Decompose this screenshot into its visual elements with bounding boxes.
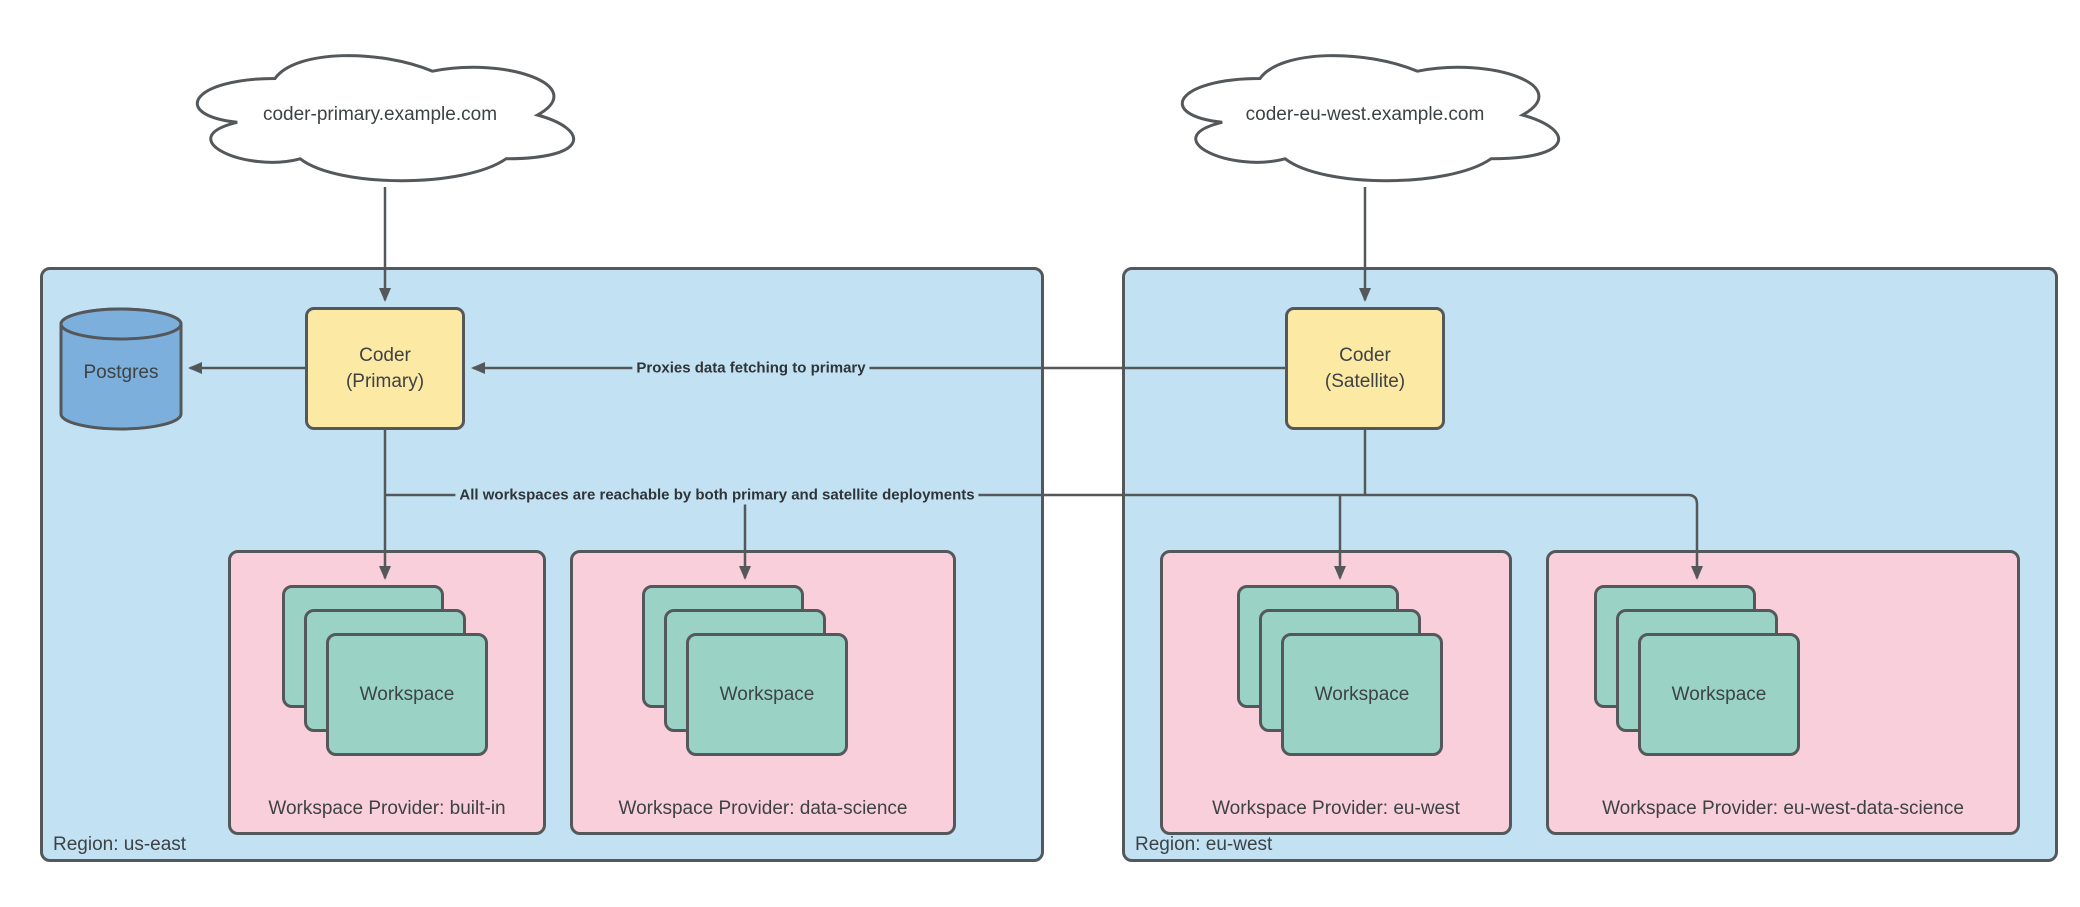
postgres-label: Postgres — [83, 362, 159, 383]
edge-label-reachable: All workspaces are reachable by both pri… — [455, 485, 979, 505]
provider-eu-west-data-science-label: Workspace Provider: eu-west-data-science — [1602, 798, 1964, 819]
provider-eu-west-label: Workspace Provider: eu-west — [1212, 798, 1460, 819]
workspace-card-front: Workspace — [686, 633, 848, 756]
region-eu-west-label: Region: eu-west — [1135, 834, 1273, 855]
workspace-stack-eu-west-data-science: Workspace — [1594, 585, 1800, 756]
provider-data-science-label: Workspace Provider: data-science — [618, 798, 908, 819]
cloud-eu-west-label: coder-eu-west.example.com — [1245, 104, 1485, 125]
coder-satellite-node: Coder (Satellite) — [1285, 307, 1445, 430]
region-us-east-label: Region: us-east — [53, 834, 187, 855]
workspace-stack-data-science: Workspace — [642, 585, 848, 756]
workspace-card-front: Workspace — [1638, 633, 1800, 756]
provider-built-in-label: Workspace Provider: built-in — [268, 798, 506, 819]
edge-label-proxies: Proxies data fetching to primary — [632, 358, 870, 378]
workspace-stack-built-in: Workspace — [282, 585, 488, 756]
cloud-primary-label: coder-primary.example.com — [262, 104, 498, 125]
workspace-card-front: Workspace — [1281, 633, 1443, 756]
workspace-stack-eu-west: Workspace — [1237, 585, 1443, 756]
workspace-card-front: Workspace — [326, 633, 488, 756]
coder-primary-node: Coder (Primary) — [305, 307, 465, 430]
